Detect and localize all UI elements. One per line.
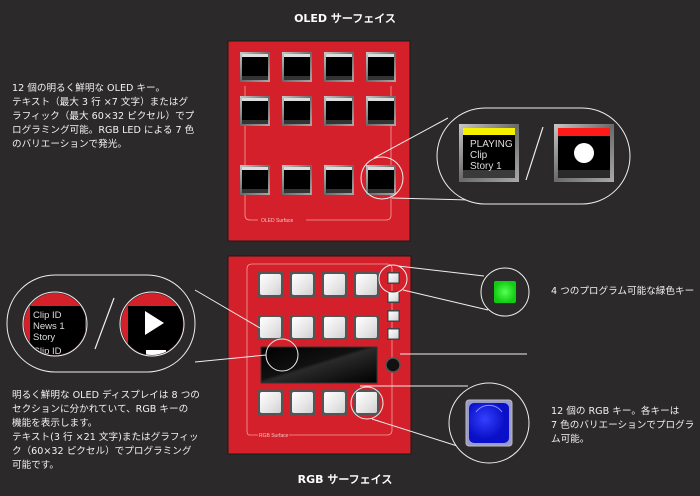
rgb-key-example (465, 399, 513, 447)
rgb-surface-panel: RGB Surface (227, 255, 412, 455)
separator-slash (94, 297, 115, 350)
oled-key[interactable] (366, 165, 396, 195)
rgb-key[interactable] (322, 315, 347, 340)
rgb-key[interactable] (258, 272, 283, 297)
green-key-example (494, 281, 516, 303)
rgb-key[interactable] (290, 390, 315, 415)
rgb-key[interactable] (354, 315, 379, 340)
green-key[interactable] (387, 310, 400, 322)
green-keys-description: 4 つのプログラム可能な緑色キー (551, 286, 695, 297)
oled-key[interactable] (366, 96, 396, 126)
oled-keys-description: 12 個の明るく鮮明な OLED キー。 テキスト（最大 3 行 ×7 文字）ま… (12, 83, 195, 150)
oled-surface-panel: OLED Surface (227, 40, 411, 242)
oled-key[interactable] (282, 52, 312, 82)
rgb-key[interactable] (354, 390, 379, 415)
oled-surface-title: OLED サーフェイス (294, 12, 396, 25)
rgb-keys-description: 12 個の RGB キー。各キーは 7 色のバリエーションでプログラ ム可能。 (551, 406, 695, 445)
separator-slash (525, 126, 544, 181)
oled-key-callout: PLAYING Clip Story 1 (360, 107, 631, 205)
oled-key-graphic-example (554, 124, 614, 182)
circle-graphic-icon (574, 143, 594, 163)
oled-key[interactable] (282, 96, 312, 126)
rgb-key[interactable] (258, 315, 283, 340)
green-key[interactable] (387, 272, 400, 284)
display-line: News 1 (33, 321, 65, 332)
oled-key-line: Story 1 (470, 161, 502, 172)
rgb-key[interactable] (322, 272, 347, 297)
oled-key-line: PLAYING (470, 139, 513, 150)
oled-display (260, 346, 378, 384)
rgb-key[interactable] (290, 315, 315, 340)
green-key[interactable] (387, 291, 400, 303)
knob-button[interactable] (385, 357, 401, 373)
oled-key[interactable] (240, 52, 270, 82)
display-text-example: Clip ID News 1 Story Clip ID (24, 293, 86, 357)
oled-key[interactable] (324, 96, 354, 126)
oled-key-line: Clip (470, 150, 488, 161)
oled-key[interactable] (282, 165, 312, 195)
oled-key[interactable] (240, 165, 270, 195)
rgb-key[interactable] (290, 272, 315, 297)
rgb-key[interactable] (322, 390, 347, 415)
oled-key[interactable] (324, 52, 354, 82)
oled-key[interactable] (366, 52, 396, 82)
rgb-key[interactable] (258, 390, 283, 415)
display-line: Clip ID (33, 310, 62, 321)
oled-key-text-example: PLAYING Clip Story 1 (459, 124, 519, 182)
play-icon (145, 311, 164, 335)
oled-surface-label: OLED Surface (261, 218, 293, 224)
oled-key[interactable] (324, 165, 354, 195)
display-line: Clip ID (33, 346, 62, 357)
oled-key[interactable] (240, 96, 270, 126)
oled-display-description: 明るく鮮明な OLED ディスプレイは 8 つの セクションに分かれていて、RG… (12, 390, 200, 471)
green-key[interactable] (387, 328, 400, 340)
display-callout: Clip ID News 1 Story Clip ID (6, 274, 196, 373)
rgb-surface-label: RGB Surface (259, 433, 289, 439)
rgb-key[interactable] (354, 272, 379, 297)
rgb-surface-title: RGB サーフェイス (297, 473, 393, 486)
display-line: Story (33, 332, 55, 343)
rgb-callouts (194, 264, 530, 464)
